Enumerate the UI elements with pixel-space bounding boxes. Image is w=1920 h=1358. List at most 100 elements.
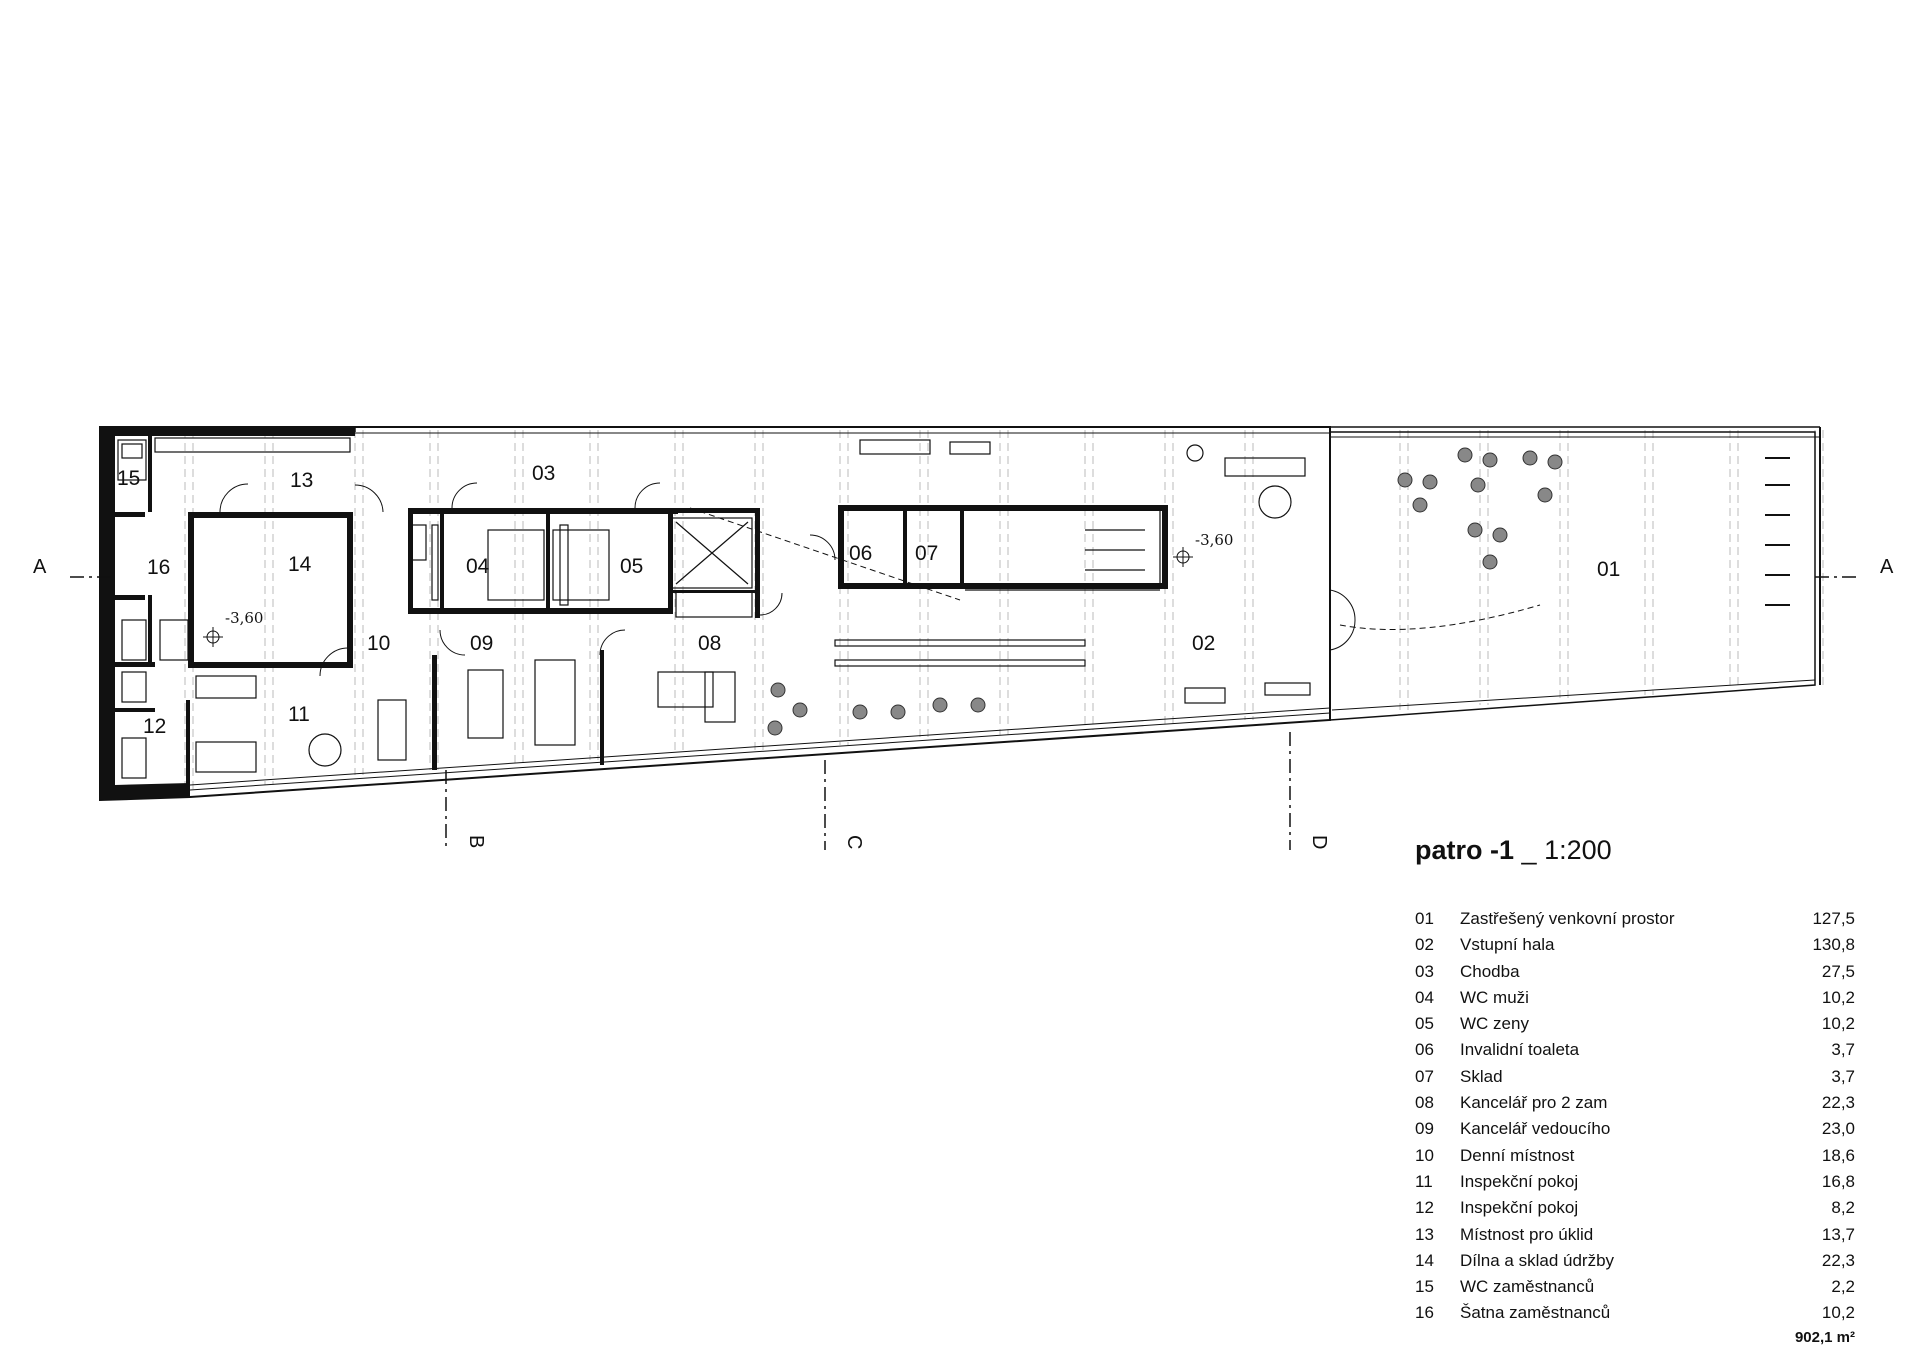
room-number: 06: [1415, 1040, 1434, 1060]
room-labels: 15 13 03 16 14 04 05 06 07 10 09 08 02 0…: [117, 462, 1620, 738]
room-number: 05: [1415, 1014, 1434, 1034]
room-row: 06 Invalidní toaleta 3,7: [1415, 1037, 1855, 1063]
room-area: 22,3: [1821, 1250, 1855, 1270]
room-row: 15 WC zaměstnanců 2,2: [1415, 1274, 1855, 1300]
room-name: Inspekční pokoj: [1460, 1171, 1579, 1191]
level-markers: [203, 547, 1193, 647]
room-area: 23,0: [1821, 1119, 1855, 1139]
room-row: 03 Chodba 27,5: [1415, 959, 1855, 985]
drawing-title-separator: _: [1521, 835, 1537, 865]
room-label-15: 15: [117, 467, 140, 490]
drawing-title-level: patro -1: [1415, 835, 1515, 865]
room-row: 12 Inspekční pokoj 8,2: [1415, 1195, 1855, 1221]
room-row: 02 Vstupní hala 130,8: [1415, 932, 1855, 958]
room-name: Sklad: [1460, 1066, 1503, 1086]
room-name: Dílna a sklad údržby: [1460, 1250, 1615, 1270]
room-name: Invalidní toaleta: [1460, 1040, 1580, 1060]
level-mark-west: -3,60: [225, 609, 263, 627]
room-row: 10 Denní místnost 18,6: [1415, 1143, 1855, 1169]
room-area: 8,2: [1831, 1198, 1855, 1218]
room-schedule: patro -1 _ 1:200 01 Zastřešený venkovní p…: [1415, 835, 1855, 1346]
room-number: 12: [1415, 1198, 1434, 1218]
room-label-07: 07: [915, 542, 938, 565]
room-area: 127,5: [1812, 909, 1855, 928]
room-label-03: 03: [532, 462, 555, 485]
door-swings: [219, 482, 1541, 677]
room-label-02: 02: [1192, 632, 1215, 655]
room-name: Kancelář pro 2 zam: [1460, 1093, 1608, 1113]
building-outline: [99, 426, 1821, 802]
section-lines: [70, 576, 1860, 850]
room-label-11: 11: [288, 703, 310, 726]
room-area: 130,8: [1812, 935, 1855, 955]
drawing-scale: 1:200: [1544, 835, 1612, 865]
room-number: 16: [1415, 1303, 1434, 1323]
room-number: 15: [1415, 1277, 1434, 1297]
terrace-steps: [1765, 457, 1790, 606]
room-number: 04: [1415, 987, 1434, 1007]
furniture-chairs: [767, 447, 1563, 736]
room-row: 07 Sklad 3,7: [1415, 1064, 1855, 1090]
section-label-b: B: [465, 835, 487, 848]
room-number: 10: [1415, 1145, 1434, 1165]
room-name: Šatna zaměstnanců: [1460, 1303, 1611, 1323]
room-area: 2,2: [1831, 1277, 1855, 1297]
room-name: Zastřešený venkovní prostor: [1460, 909, 1675, 928]
room-name: WC zaměstnanců: [1460, 1277, 1595, 1297]
room-row: 05 WC zeny 10,2: [1415, 1011, 1855, 1037]
drawing-title: patro -1 _ 1:200: [1415, 835, 1855, 866]
total-area: 902,1 m²: [1794, 1328, 1855, 1346]
room-row: 14 Dílna a sklad údržby 22,3: [1415, 1248, 1855, 1274]
room-area: 3,7: [1831, 1066, 1855, 1086]
interior-walls: [115, 436, 1168, 785]
room-name: Kancelář vedoucího: [1460, 1119, 1611, 1139]
room-label-06: 06: [849, 542, 872, 565]
room-name: Chodba: [1460, 961, 1520, 981]
section-label-a-east: A: [1880, 556, 1894, 578]
room-label-09: 09: [470, 632, 493, 655]
room-area: 3,7: [1831, 1040, 1855, 1060]
room-name: WC zeny: [1460, 1014, 1529, 1034]
room-label-16: 16: [147, 556, 170, 579]
section-label-a-west: A: [33, 556, 47, 578]
room-row: 11 Inspekční pokoj 16,8: [1415, 1169, 1855, 1195]
room-area: 27,5: [1821, 961, 1855, 981]
room-number: 07: [1415, 1066, 1434, 1086]
room-name: Vstupní hala: [1460, 935, 1555, 955]
room-number: 11: [1415, 1171, 1433, 1191]
room-row: 13 Místnost pro úklid 13,7: [1415, 1222, 1855, 1248]
room-row: 16 Šatna zaměstnanců 10,2: [1415, 1300, 1855, 1326]
room-number: 13: [1415, 1224, 1434, 1244]
room-label-05: 05: [620, 555, 643, 578]
room-list: 01 Zastřešený venkovní prostor 127,5 02 Vstu…: [1415, 906, 1855, 1327]
room-name: WC muži: [1460, 987, 1529, 1007]
room-area: 18,6: [1821, 1145, 1855, 1165]
level-mark-hall: -3,60: [1195, 531, 1233, 549]
room-label-12: 12: [143, 715, 166, 738]
room-label-14: 14: [288, 553, 312, 576]
section-label-d: D: [1308, 835, 1330, 849]
room-label-04: 04: [466, 555, 490, 578]
section-label-c: C: [843, 835, 865, 849]
room-label-10: 10: [367, 632, 390, 655]
room-area: 10,2: [1821, 1014, 1855, 1034]
room-row: 01 Zastřešený venkovní prostor 127,5: [1415, 906, 1855, 932]
room-number: 01: [1415, 909, 1434, 928]
room-label-01: 01: [1597, 558, 1620, 581]
room-name: Místnost pro úklid: [1460, 1224, 1594, 1244]
room-name: Inspekční pokoj: [1460, 1198, 1579, 1218]
room-number: 14: [1415, 1250, 1434, 1270]
room-area: 10,2: [1821, 1303, 1855, 1323]
fixtures: [117, 437, 1311, 779]
room-number: 02: [1415, 935, 1434, 955]
room-number: 03: [1415, 961, 1434, 981]
room-area: 13,7: [1821, 1224, 1855, 1244]
room-name: Denní místnost: [1460, 1145, 1575, 1165]
room-area: 16,8: [1821, 1171, 1855, 1191]
room-label-08: 08: [698, 632, 721, 655]
room-number: 08: [1415, 1093, 1434, 1113]
